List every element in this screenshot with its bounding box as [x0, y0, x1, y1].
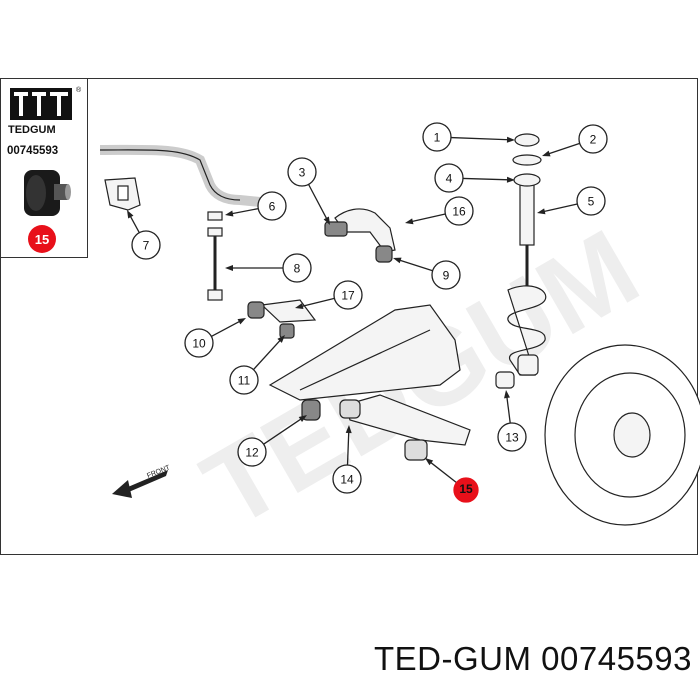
callout-5-arrowhead	[537, 208, 546, 215]
callout-12-circle	[237, 437, 267, 467]
callout-9-label: 9	[443, 269, 450, 283]
inset-badge-label: 15	[35, 232, 49, 247]
callout-11-arrowhead	[277, 335, 285, 343]
callout-3-leader	[307, 184, 328, 220]
callout-12-leader	[263, 417, 303, 445]
callout-13-circle	[497, 422, 527, 452]
tedgum-logo: ®	[10, 86, 82, 120]
callout-6-leader	[230, 207, 259, 215]
callout-8-label: 8	[294, 262, 301, 276]
callout-7-leader	[129, 214, 140, 234]
callout-16-circle	[444, 196, 474, 226]
callout-14-leader	[346, 430, 350, 466]
callout-3-circle	[287, 157, 317, 187]
inset-part-code: 00745593	[7, 145, 59, 157]
callout-10-label: 10	[192, 337, 206, 351]
callout-7-circle	[131, 230, 161, 260]
callout-1-label: 1	[434, 131, 441, 145]
callout-1-leader	[450, 136, 510, 141]
callout-16-leader	[410, 213, 446, 223]
callout-17-label: 17	[341, 289, 355, 303]
front-arrow: FRONT	[112, 464, 172, 498]
registered-mark: ®	[76, 86, 82, 94]
callout-8-circle	[282, 253, 312, 283]
callout-16-arrowhead	[405, 218, 414, 225]
callout-4-leader	[462, 177, 510, 181]
callout-11-label: 11	[238, 374, 251, 388]
callout-4-circle	[434, 163, 464, 193]
callout-7-label: 7	[143, 239, 150, 253]
callout-9-leader	[398, 259, 433, 272]
callout-1-arrowhead	[506, 136, 515, 143]
callout-17-arrowhead	[295, 303, 304, 310]
callout-17-circle	[333, 280, 363, 310]
part-inset	[0, 78, 88, 258]
callout-14-circle	[332, 464, 362, 494]
callout-13-arrowhead	[504, 390, 510, 399]
callout-3-label: 3	[299, 166, 306, 180]
callout-15-label: 15	[459, 482, 473, 496]
callout-2-circle	[578, 124, 608, 154]
callout-11-circle	[229, 365, 259, 395]
callout-2-leader	[547, 142, 580, 155]
callout-5-label: 5	[588, 195, 595, 209]
callout-7-arrowhead	[127, 210, 134, 219]
diagram-frame	[0, 78, 698, 555]
callout-17-leader	[300, 297, 335, 308]
callout-6-label: 6	[269, 200, 276, 214]
callout-15-circle	[453, 477, 479, 503]
callout-13-label: 13	[505, 431, 519, 445]
callout-10-arrowhead	[237, 318, 246, 325]
callout-9-circle	[431, 260, 461, 290]
callout-10-leader	[211, 320, 242, 337]
footer-title: TED-GUM 00745593	[374, 640, 692, 677]
callout-9-arrowhead	[393, 257, 402, 264]
callout-6-arrowhead	[225, 210, 234, 217]
callout-13-leader	[506, 395, 511, 424]
callout-10-circle	[184, 328, 214, 358]
callout-2-label: 2	[590, 133, 597, 147]
callout-16-label: 16	[452, 205, 466, 219]
callout-15-leader	[429, 461, 457, 484]
callout-6-circle	[257, 191, 287, 221]
callout-5-circle	[576, 186, 606, 216]
callout-11-leader	[252, 338, 282, 371]
callout-14-label: 14	[340, 473, 354, 487]
callout-5-leader	[542, 203, 578, 213]
callout-12-label: 12	[245, 446, 259, 460]
suspension-parts	[99, 133, 700, 526]
callout-1-circle	[422, 122, 452, 152]
callout-4-arrowhead	[506, 176, 515, 183]
callout-2-arrowhead	[542, 150, 551, 157]
inset-badge-15: 15	[28, 225, 56, 253]
callout-4-label: 4	[446, 172, 453, 186]
brand-name: TEDGUM	[8, 124, 56, 136]
bushing-photo	[24, 170, 71, 216]
callout-15-arrowhead	[425, 458, 434, 466]
callout-8-arrowhead	[225, 265, 233, 271]
callout-12-arrowhead	[298, 415, 307, 422]
callout-3-arrowhead	[323, 216, 330, 225]
callout-14-arrowhead	[345, 425, 352, 434]
